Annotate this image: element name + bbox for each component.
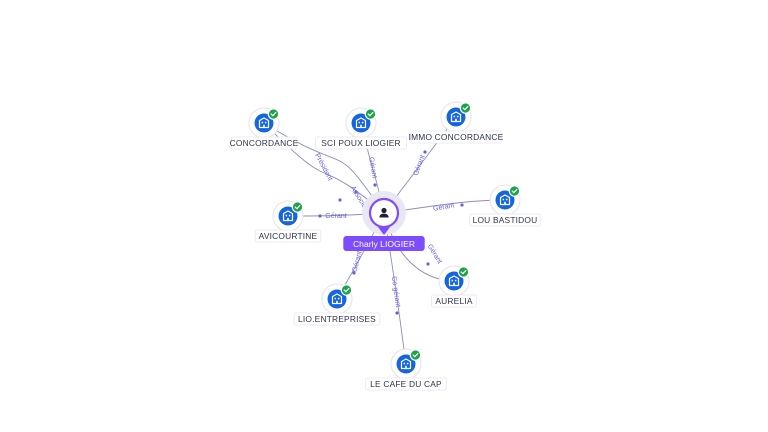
verified-badge [267, 108, 280, 120]
company-label: IMMO CONCORDANCE [409, 132, 504, 142]
company-label: AVICOURTINE [259, 231, 318, 241]
company-label-box [410, 130, 502, 144]
company-label-box [230, 136, 298, 150]
company-label: SCI POUX LIOGIER [321, 138, 401, 148]
person-name-tag [343, 236, 425, 251]
edge-arrow-marker [460, 203, 464, 207]
company-node-avicourtine[interactable]: AVICOURTINE [254, 200, 322, 243]
company-node-le-cafe-du-cap[interactable]: LE CAFE DU CAP [365, 348, 447, 391]
edge-arrow-marker [423, 150, 427, 154]
company-label-box [254, 229, 322, 243]
verified-badge [457, 266, 470, 278]
check-icon [270, 111, 277, 117]
company-node-lio-entreprises[interactable]: LIO.ENTREPRISES [293, 283, 381, 326]
check-icon [460, 269, 467, 275]
company-label: LIO.ENTREPRISES [298, 314, 376, 324]
check-icon [367, 111, 374, 117]
edge-arrow-marker [352, 271, 356, 275]
edge-arrow-marker [338, 198, 342, 202]
company-label-box [315, 136, 407, 150]
relation-label: Co-gérant [390, 276, 401, 308]
company-label-box [469, 213, 541, 227]
company-label: CONCORDANCE [230, 138, 299, 148]
company-node-immo-concordance[interactable]: IMMO CONCORDANCE [409, 101, 504, 144]
person-name: Charly LIOGIER [353, 239, 415, 249]
check-icon [343, 287, 350, 293]
person-pin-tail [378, 227, 390, 235]
check-icon [294, 204, 301, 210]
person-icon [379, 207, 389, 218]
edge-arrow-marker [354, 190, 358, 194]
company-label-box [430, 294, 478, 308]
relation-label: Gérant [352, 250, 364, 273]
company-node-concordance[interactable]: CONCORDANCE [230, 107, 299, 150]
company-node-lou-bastidou[interactable]: LOU BASTIDOU [469, 184, 541, 227]
company-node-aurelia[interactable]: AURELIA [430, 265, 478, 308]
center-person-node[interactable]: Charly LIOGIER [343, 191, 425, 251]
relation-label: Gérant [367, 157, 378, 179]
verified-badge [508, 185, 521, 197]
verified-badge [409, 349, 422, 361]
edge-arrow-marker [318, 214, 322, 218]
relation-label: Gérant [325, 213, 346, 220]
company-label: AURELIA [435, 296, 472, 306]
company-label-box [293, 312, 381, 326]
relation-label: Gérant [413, 154, 427, 177]
check-icon [462, 105, 469, 111]
edge-arrow-marker [373, 183, 377, 187]
center-node-layer: Charly LIOGIER [343, 191, 425, 251]
company-label-box [365, 377, 447, 391]
company-label: LOU BASTIDOU [473, 215, 538, 225]
nodes-layer: CONCORDANCE SCI POUX LIOGIER IMMO CONCORDA… [230, 101, 541, 391]
verified-badge [364, 108, 377, 120]
check-icon [412, 352, 419, 358]
verified-badge [340, 284, 353, 296]
edge-arrow-marker [426, 262, 430, 266]
check-icon [511, 188, 518, 194]
edge-arrow-marker [395, 311, 399, 315]
relation-label: Gérant [426, 243, 443, 265]
verified-badge [291, 201, 304, 213]
company-node-sci-poux-liogier[interactable]: SCI POUX LIOGIER [315, 107, 407, 150]
relation-label: Gérant [433, 202, 455, 213]
company-label: LE CAFE DU CAP [370, 379, 442, 389]
verified-badge [459, 102, 472, 114]
